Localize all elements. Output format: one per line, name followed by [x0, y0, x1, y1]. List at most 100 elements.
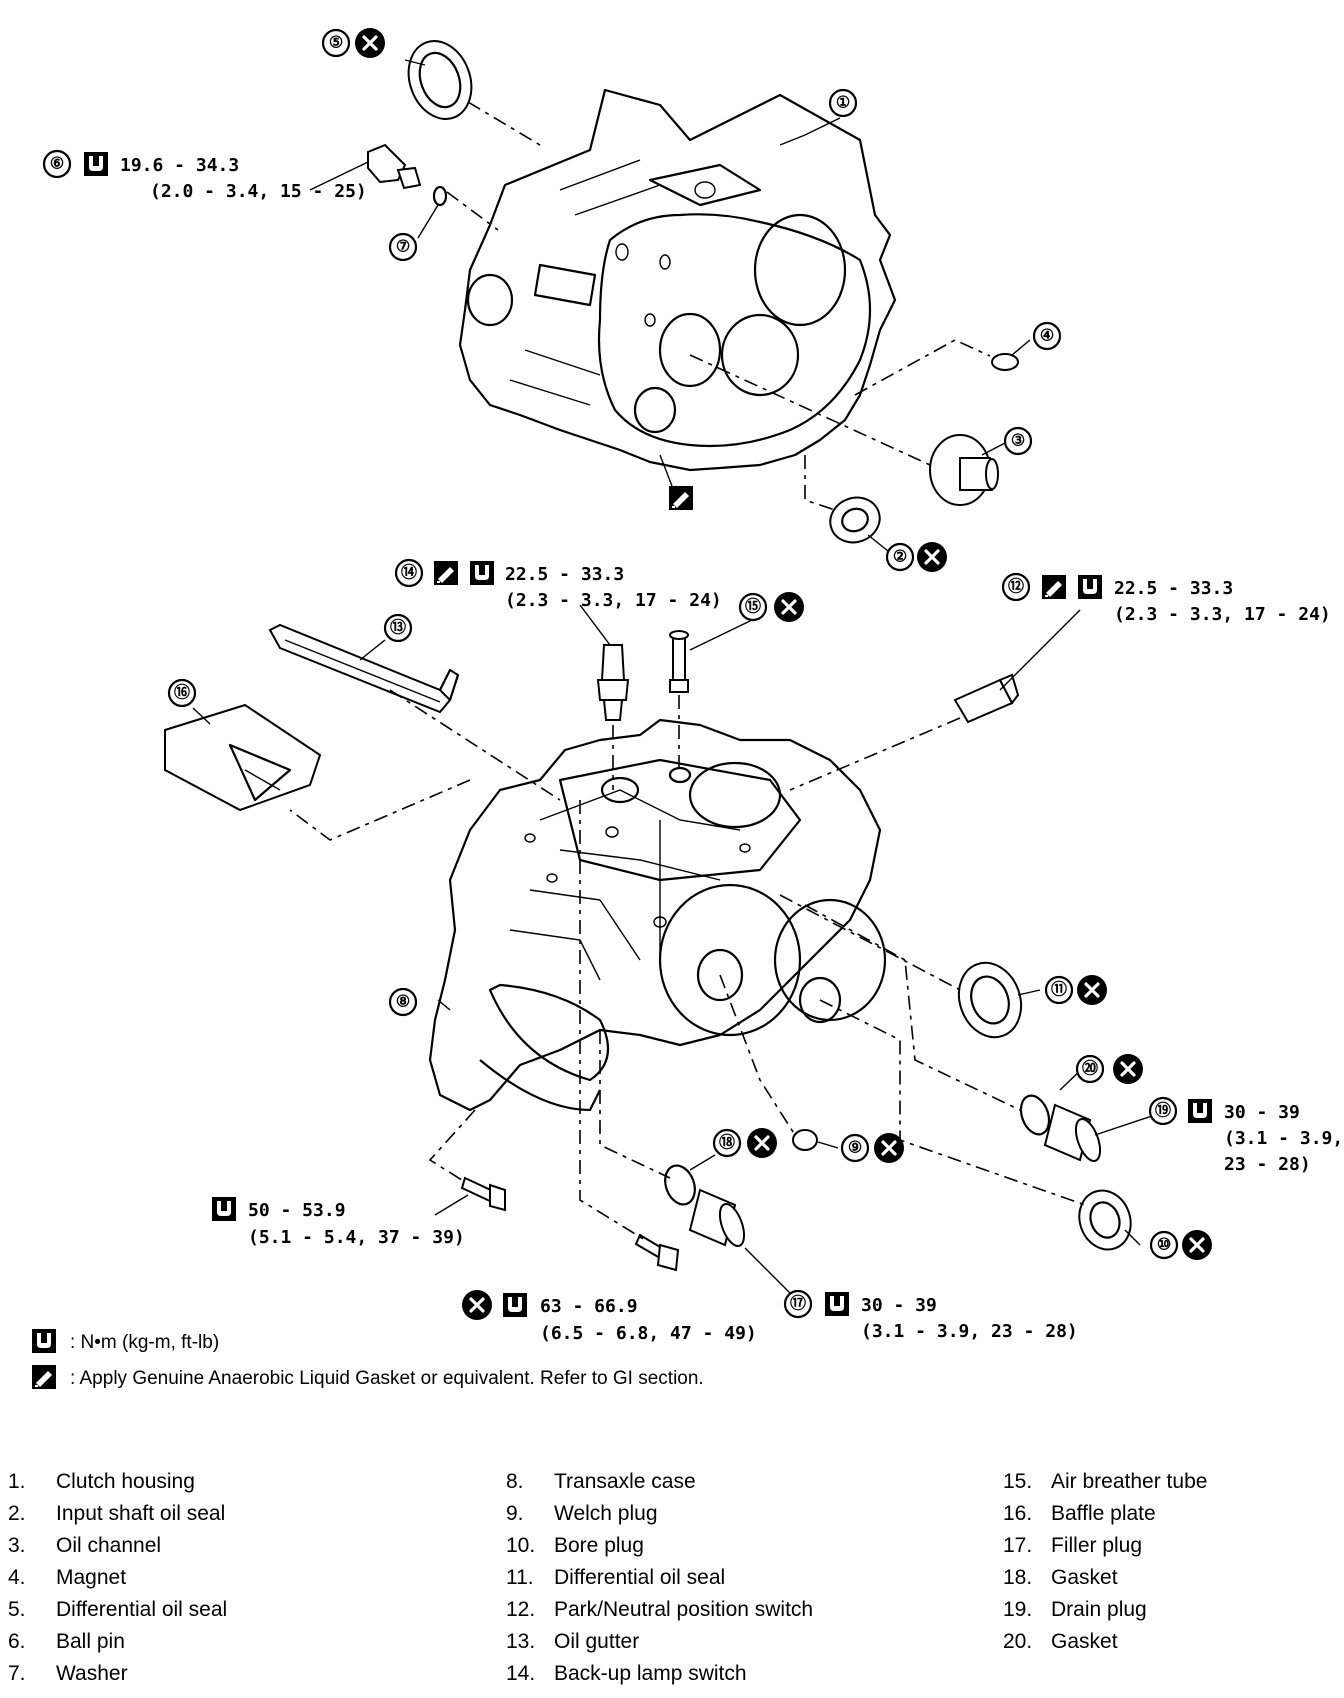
callout-7: ⑦ — [388, 232, 418, 262]
replace-x-icon — [874, 1133, 904, 1163]
bolt-torque-bottom: 63 - 66.9 (6.5 - 6.8, 47 - 49) — [462, 1290, 757, 1344]
callout-1: ① — [828, 88, 858, 118]
svg-text:⑬: ⑬ — [390, 618, 406, 637]
list-item: 10.Bore plug — [506, 1534, 644, 1557]
list-item: 5.Differential oil seal — [8, 1598, 228, 1621]
svg-text:⑮: ⑮ — [745, 597, 761, 616]
torque-wrench-icon — [1078, 575, 1102, 599]
list-item: 7.Washer — [8, 1662, 128, 1685]
replace-x-icon — [917, 542, 947, 572]
svg-text:30 - 39: 30 - 39 — [1224, 1102, 1300, 1123]
svg-text:(2.3 - 3.3, 17 - 24): (2.3 - 3.3, 17 - 24) — [1114, 604, 1331, 625]
replace-x-icon — [774, 592, 804, 622]
svg-text:⑩: ⑩ — [1157, 1237, 1171, 1254]
svg-text:63 - 66.9: 63 - 66.9 — [540, 1296, 638, 1317]
list-item: 17.Filler plug — [1003, 1534, 1143, 1557]
input-shaft-oil-seal-drawing — [829, 496, 881, 544]
callout-17: ⑰ 30 - 39 (3.1 - 3.9, 23 - 28) — [783, 1289, 1078, 1342]
gasket-18-drawing — [664, 1164, 696, 1206]
svg-text:(6.5 - 6.8, 47 - 49): (6.5 - 6.8, 47 - 49) — [540, 1323, 757, 1344]
transaxle-case-drawing — [428, 718, 887, 1112]
svg-text:(2.3 - 3.3, 17 - 24): (2.3 - 3.3, 17 - 24) — [505, 590, 722, 611]
callout-3: ③ — [1003, 426, 1033, 456]
oil-gutter-drawing — [268, 623, 460, 714]
svg-text:⑪: ⑪ — [1051, 980, 1067, 999]
svg-text:⑫: ⑫ — [1008, 577, 1024, 596]
legend-torque: : N•m (kg-m, ft-lb) — [32, 1329, 219, 1353]
differential-oil-seal-lower-drawing — [957, 961, 1023, 1039]
svg-text:22.5 - 33.3: 22.5 - 33.3 — [505, 564, 624, 585]
gasket-20-drawing — [1019, 1094, 1051, 1136]
svg-text:(5.1 - 5.4, 37 - 39): (5.1 - 5.4, 37 - 39) — [248, 1227, 465, 1248]
svg-text:⑳: ⑳ — [1082, 1059, 1098, 1078]
replace-x-icon — [1182, 1230, 1212, 1260]
svg-text:④: ④ — [1040, 328, 1054, 345]
welch-plug-drawing — [792, 1129, 818, 1151]
callout-15: ⑮ — [738, 592, 804, 622]
svg-text:①: ① — [836, 95, 850, 112]
air-breather-tube-drawing — [669, 630, 689, 693]
list-item: 12.Park/Neutral position switch — [506, 1598, 814, 1621]
replace-x-icon — [462, 1290, 492, 1320]
bore-plug-drawing — [1078, 1189, 1132, 1251]
callout-13: ⑬ — [383, 613, 413, 643]
magnet-drawing — [991, 353, 1019, 371]
svg-text:②: ② — [893, 549, 907, 566]
callout-2: ② — [885, 542, 947, 572]
svg-text:30 - 39: 30 - 39 — [861, 1295, 937, 1316]
bolt-torque-left: 50 - 53.9 (5.1 - 5.4, 37 - 39) — [212, 1197, 465, 1248]
torque-wrench-icon — [470, 561, 494, 585]
svg-text:⑭: ⑭ — [401, 563, 417, 582]
callout-4: ④ — [1032, 321, 1062, 351]
differential-oil-seal-upper-drawing — [407, 40, 473, 120]
list-item: 8.Transaxle case — [506, 1470, 696, 1493]
svg-text:⑦: ⑦ — [396, 239, 410, 256]
bolt-left-drawing — [460, 1176, 506, 1212]
svg-text:: N•m (kg-m, ft-lb): : N•m (kg-m, ft-lb) — [70, 1332, 219, 1353]
torque-wrench-icon — [825, 1292, 849, 1316]
list-item: 3.Oil channel — [8, 1534, 162, 1557]
list-item: 2.Input shaft oil seal — [8, 1502, 226, 1525]
washer-drawing — [432, 185, 448, 207]
svg-text:: Apply Genuine Anaerobic Liq: : Apply Genuine Anaerobic Liquid Gasket … — [70, 1368, 704, 1389]
svg-text:⑯: ⑯ — [174, 683, 190, 702]
bolt-bottom-drawing — [634, 1233, 680, 1272]
legend-gasket: : Apply Genuine Anaerobic Liquid Gasket … — [31, 1364, 704, 1390]
gasket-marker-icon — [668, 485, 694, 511]
svg-text:22.5 - 33.3: 22.5 - 33.3 — [1114, 578, 1233, 599]
svg-text:⑨: ⑨ — [848, 1140, 862, 1157]
drain-plug-drawing — [1043, 1103, 1102, 1162]
callout-18: ⑱ — [712, 1128, 777, 1158]
list-item: 16.Baffle plate — [1003, 1502, 1156, 1525]
baffle-plate-drawing — [164, 703, 322, 812]
callout-5: ⑤ — [321, 28, 385, 58]
svg-text:⑰: ⑰ — [790, 1294, 806, 1313]
list-item: 20.Gasket — [1003, 1630, 1118, 1653]
svg-text:23 - 28): 23 - 28) — [1224, 1154, 1311, 1175]
callout-10: ⑩ — [1149, 1230, 1212, 1260]
torque-wrench-icon — [212, 1197, 236, 1221]
svg-text:⑤: ⑤ — [329, 35, 343, 52]
list-item: 19.Drain plug — [1003, 1598, 1147, 1621]
svg-text:③: ③ — [1011, 433, 1025, 450]
oil-channel-drawing — [929, 434, 999, 506]
clutch-housing-drawing — [458, 88, 897, 472]
list-item: 1.Clutch housing — [8, 1470, 195, 1493]
gasket-icon — [31, 1364, 57, 1390]
svg-text:(2.0 - 3.4, 15 - 25): (2.0 - 3.4, 15 - 25) — [150, 181, 367, 202]
list-item: 14.Back-up lamp switch — [506, 1662, 747, 1685]
parts-list-col-3: 15.Air breather tube 16.Baffle plate 17.… — [1003, 1466, 1333, 1658]
svg-text:⑧: ⑧ — [396, 994, 410, 1011]
back-up-lamp-switch-drawing — [596, 644, 630, 721]
torque-wrench-icon — [1188, 1099, 1212, 1123]
list-item: 18.Gasket — [1003, 1566, 1118, 1589]
replace-x-icon — [1113, 1054, 1143, 1084]
gasket-icon — [433, 560, 459, 586]
list-item: 6.Ball pin — [8, 1630, 125, 1653]
svg-text:(3.1 - 3.9,: (3.1 - 3.9, — [1224, 1128, 1343, 1149]
replace-x-icon — [355, 28, 385, 58]
callout-8: ⑧ — [388, 987, 418, 1017]
callout-14: ⑭ 22.5 - 33.3 (2.3 - 3.3, 17 - 24) — [394, 558, 722, 611]
svg-text:⑲: ⑲ — [1155, 1101, 1171, 1120]
